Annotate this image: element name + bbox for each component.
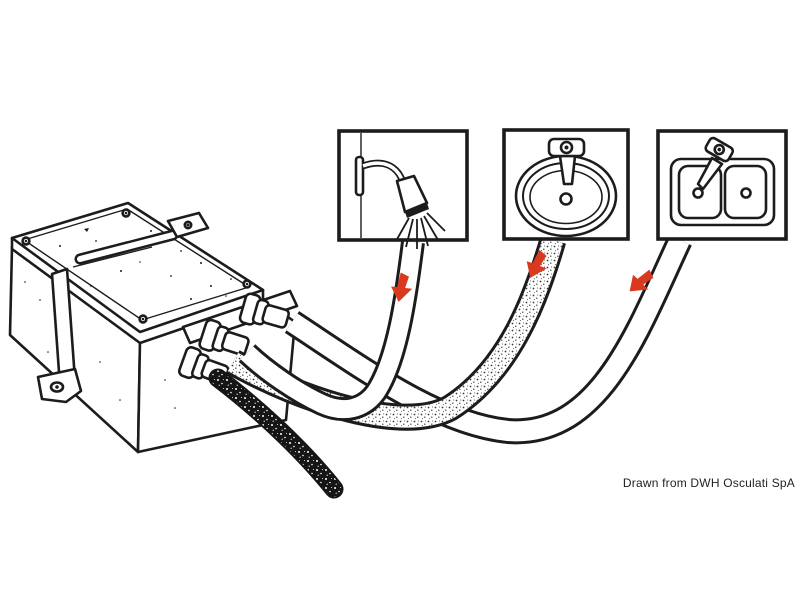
washbasin-panel (502, 128, 630, 241)
flow-arrow-shower (391, 272, 413, 302)
drain-hose (208, 368, 344, 499)
hose-fitting-top (238, 292, 291, 329)
lid-screws (21, 208, 252, 324)
hose-fitting-middle (198, 318, 250, 357)
flow-arrow-kitchen-sink (629, 269, 654, 292)
flow-arrows (391, 249, 654, 302)
shower-icon (354, 133, 446, 249)
shower-hose (238, 240, 425, 422)
kitchen-sink-hose (284, 234, 692, 445)
kitchen-sink-icon (669, 136, 776, 227)
washbasin-icon (514, 137, 618, 238)
mounting-bracket-top (166, 211, 210, 239)
stipple-texture (24, 230, 232, 409)
flow-arrow-washbasin (526, 249, 547, 278)
mounting-bracket-front (36, 267, 83, 404)
shower-panel (337, 129, 469, 249)
credit-text: Drawn from DWH Osculati SpA (622, 476, 795, 490)
kitchen-sink-panel (656, 129, 788, 241)
